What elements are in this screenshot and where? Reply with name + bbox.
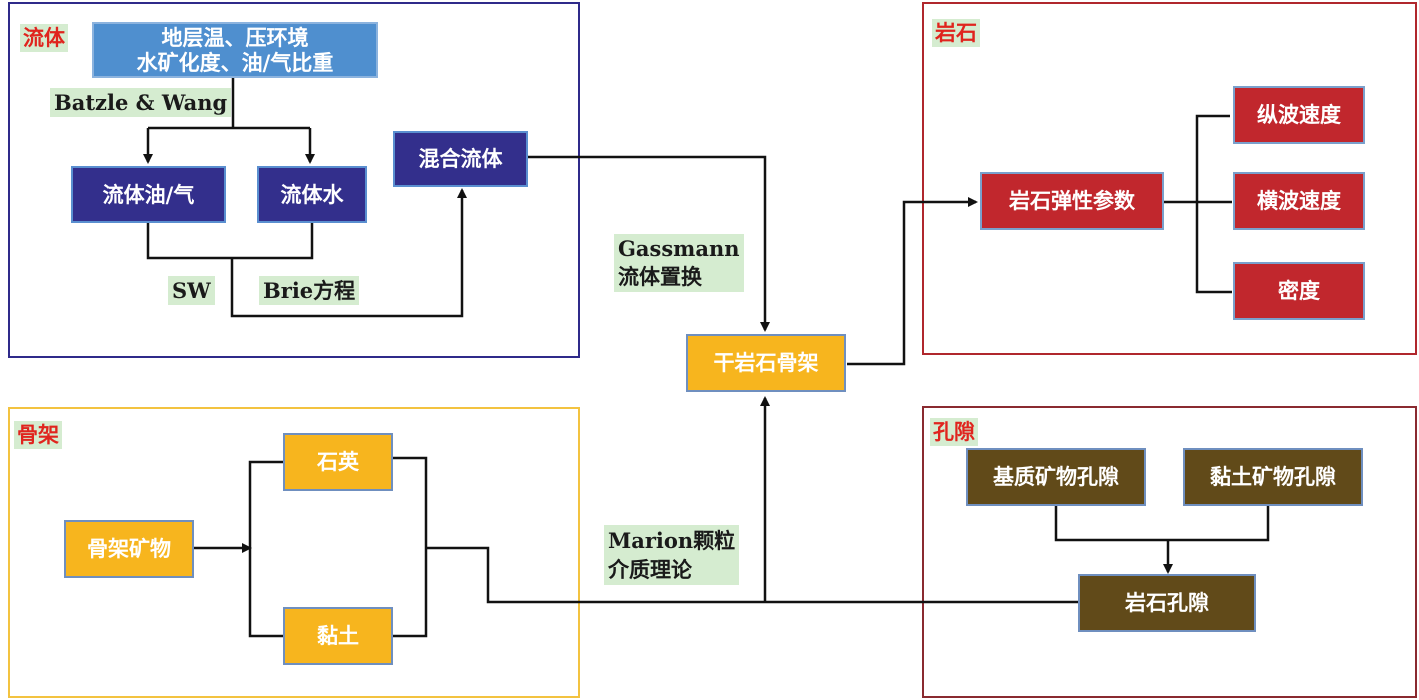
clay-box: 黏土 [283,607,393,665]
s-wave-velocity-box: 横波速度 [1233,172,1365,230]
frame-panel-tag: 骨架 [14,421,62,449]
formation-environment-box: 地层温、压环境 水矿化度、油/气比重 [92,22,378,78]
dry-rock-frame-box: 干岩石骨架 [686,334,846,392]
frame-mineral-box: 骨架矿物 [64,520,194,578]
fluid-panel: 流体 [8,2,580,358]
mixed-fluid-to-dry-frame-line [527,155,770,332]
fluid-oil-gas-box: 流体油/气 [71,166,226,223]
frame-panel: 骨架 [8,407,580,698]
dry-frame-to-elastic-line [847,197,978,366]
pore-merge-line [1054,505,1270,542]
clay-mineral-pore-box: 黏土矿物孔隙 [1183,448,1363,506]
batzle-wang-label: Batzle & Wang [50,88,232,117]
pore-panel: 孔隙 [922,406,1417,698]
marion-line-2: 介质理论 [608,557,692,582]
rock-elastic-params-box: 岩石弹性参数 [980,172,1164,230]
marion-line-1: Marion颗粒 [608,528,736,553]
rock-pore-box: 岩石孔隙 [1078,574,1256,632]
env-line-1: 地层温、压环境 [161,25,309,50]
mixed-fluid-box: 混合流体 [393,131,528,187]
fluid-panel-tag: 流体 [20,24,68,52]
sw-label: SW [168,276,215,305]
rock-panel: 岩石 [922,2,1417,355]
quartz-clay-merge-line [392,456,428,638]
gassmann-line-1: Gassmann [618,236,740,261]
quartz-box: 石英 [283,433,393,491]
p-wave-velocity-box: 纵波速度 [1233,86,1365,144]
density-box: 密度 [1233,262,1365,320]
pore-panel-tag: 孔隙 [930,418,978,446]
marion-label: Marion颗粒 介质理论 [604,525,740,585]
env-line-2: 水矿化度、油/气比重 [136,50,334,75]
gassmann-line-2: 流体置换 [618,264,702,289]
fluids-merge-line [146,222,314,260]
fluid-water-box: 流体水 [257,166,367,223]
rock-panel-tag: 岩石 [932,19,980,47]
matrix-mineral-pore-box: 基质矿物孔隙 [966,448,1146,506]
gassmann-label: Gassmann 流体置换 [614,234,744,292]
brie-label: Brie方程 [259,276,360,305]
